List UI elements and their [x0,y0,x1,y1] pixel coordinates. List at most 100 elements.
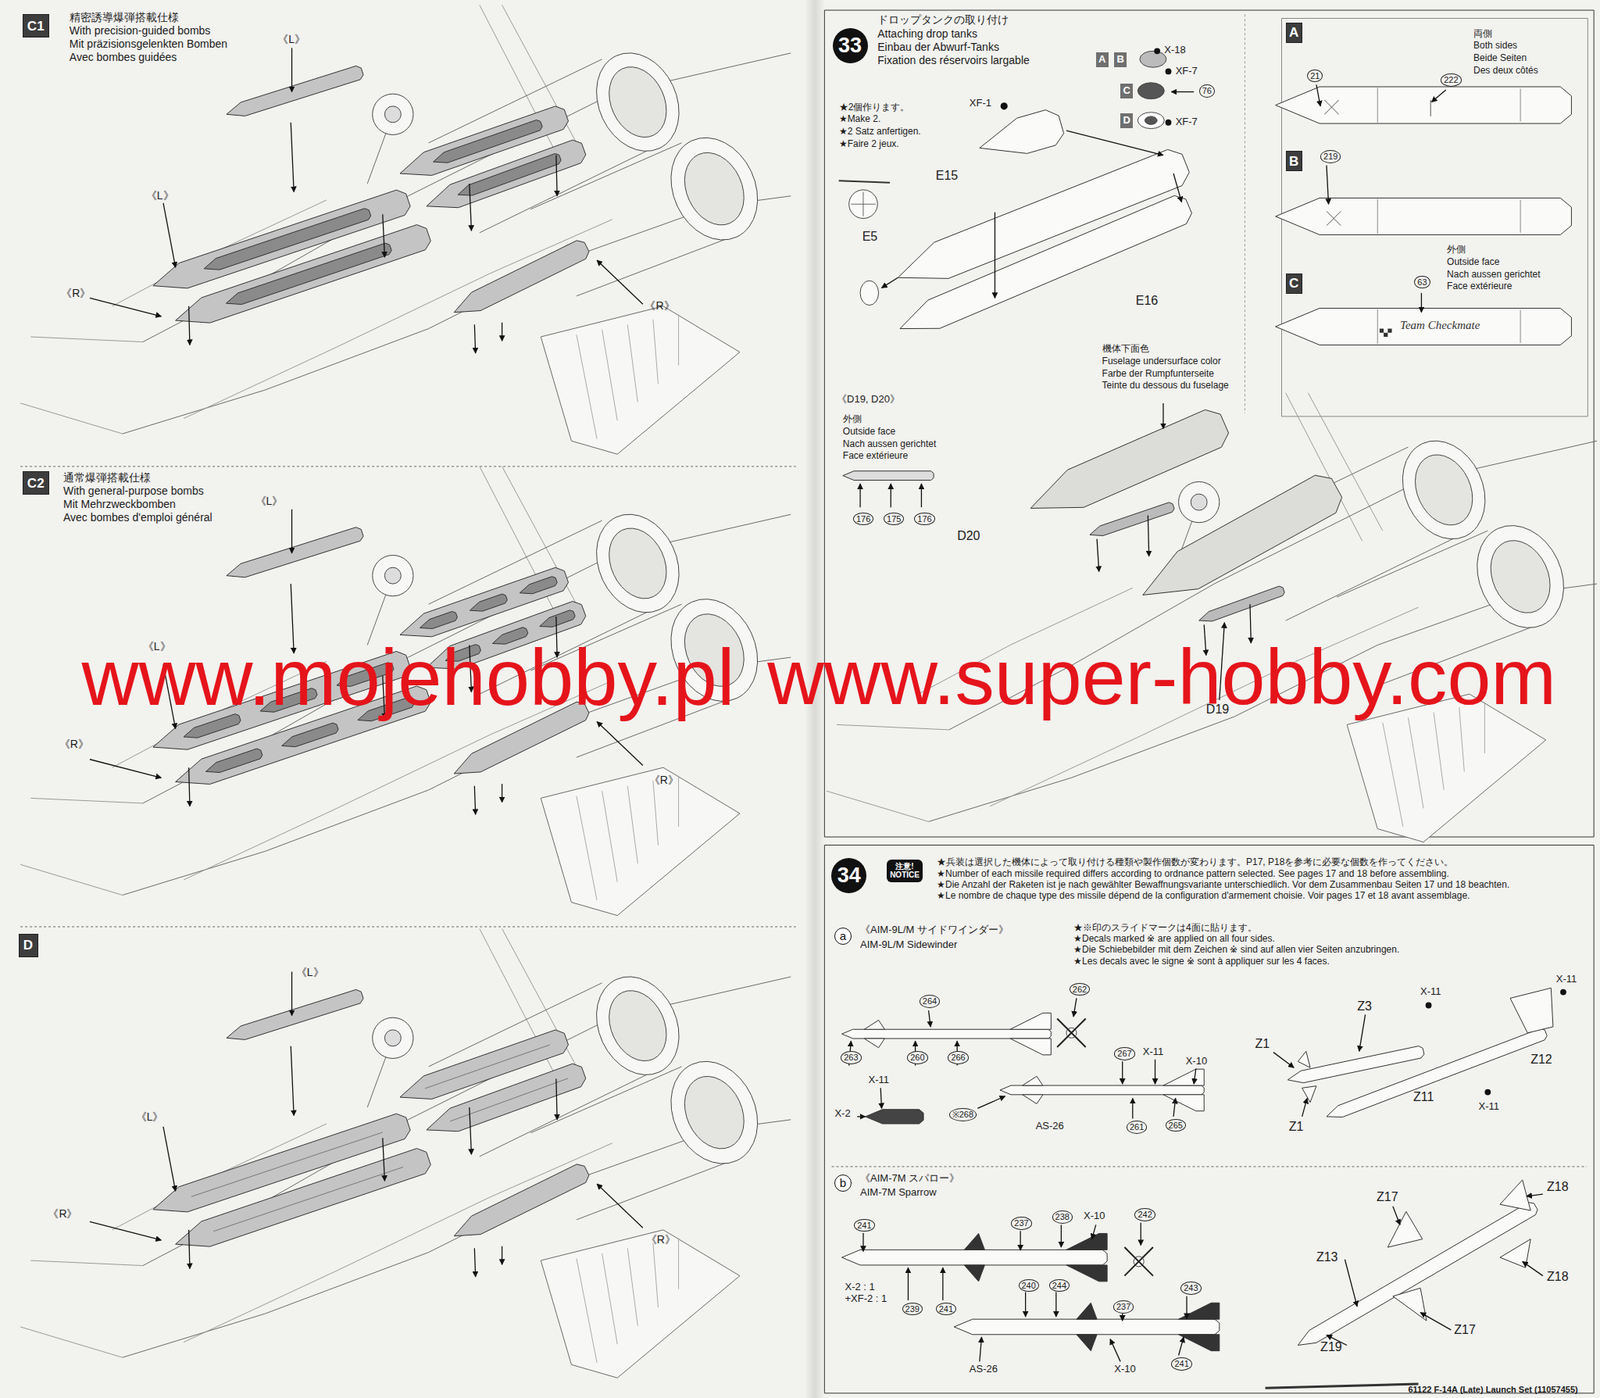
hatch-line [602,329,618,421]
paint-dot [1425,1002,1433,1009]
node-text: C [1122,85,1130,97]
side-marker: 《L》 [135,1110,165,1123]
leader-arrow [469,183,472,231]
leader-arrow [921,483,922,508]
wheel-outline [384,1029,401,1047]
callout-number: 241 [853,1218,875,1233]
leader-arrow [474,324,475,354]
leader-arrow [189,1229,190,1269]
note-text: AS-26 [969,1363,998,1375]
decal-text: Team Checkmate [1400,318,1480,333]
note-text: AIM-9L/M Sidewinder [860,939,958,951]
part-name: D20 [957,528,980,543]
note-text: X-10 [1114,1363,1136,1375]
note-text: Face extérieure [1446,281,1512,293]
missile-fin [1163,1068,1204,1086]
part-name: Z18 [1546,1269,1569,1284]
leader-arrow [291,47,293,92]
heading-text: Attaching drop tanks [877,27,978,40]
nozzle-outline [581,500,695,626]
side-marker: 《R》 [649,773,679,786]
callout-number: 219 [1320,150,1341,164]
node-text: C1 [27,18,45,35]
heading-text: With precision-guided bombs [69,24,211,37]
step-panel [824,844,1594,1393]
hatch-line [1459,707,1465,772]
leader-arrow [382,214,386,258]
pylon [226,65,364,116]
part-outline [849,189,879,219]
tank-side-view [1275,307,1572,345]
fin-cross [1124,1246,1154,1276]
note-text: ★※印のスライドマークは4面に貼ります。 [1073,922,1258,934]
paint-swatch [1137,82,1165,100]
missile-fin [1010,1038,1051,1055]
nozzle-outline [1479,530,1562,622]
note-text: Outside face [842,426,896,438]
missile-body [842,1028,1052,1039]
drop-tank [1030,409,1229,508]
leader-arrow [928,1010,932,1027]
callout-number: 244 [1049,1278,1070,1293]
leader-arrow [1420,1312,1451,1330]
leader-arrow [596,721,643,765]
leader-arrow [501,783,503,803]
wheel-outline [372,93,414,135]
note-text: XF-1 [969,97,992,110]
missile-fin [1387,1210,1422,1247]
section-badge: A [1285,22,1303,43]
fin-cross [1124,1246,1154,1276]
callout-number: 260 [907,1050,928,1065]
node-text: 34 [837,863,861,888]
leader-arrow [1132,1097,1133,1118]
wheel-outline [384,567,401,584]
leader-arrow [1316,84,1321,106]
hatch-line [576,334,597,439]
missile-fin [864,1019,885,1029]
illustration-line [142,53,791,343]
nozzle-outline [581,962,695,1088]
weapon-pallet [426,139,586,208]
leader-arrow [1178,1336,1185,1356]
side-marker: 《R》 [47,1207,78,1220]
leader-arrow [556,155,558,197]
side-marker: 《R》 [646,1232,676,1246]
node-text: D [23,937,33,954]
leader-arrow [1302,1097,1308,1117]
missile-body [953,1318,1220,1335]
section-badge: D [18,933,39,958]
weapon-pallet [426,1063,586,1132]
part-name: E16 [1135,293,1158,308]
illustration-line [1326,210,1341,225]
missile-body [1326,1028,1547,1117]
hatch-line [1382,722,1404,827]
nozzle-outline [598,518,678,608]
leader-arrow [1110,1339,1121,1362]
leader-arrow [942,1267,943,1300]
pylon [1089,502,1175,536]
callout-number: 267 [1114,1046,1135,1061]
wheel-outline [1178,481,1220,522]
checker-mark [1383,332,1388,337]
note-text: XF-7 [1175,116,1198,129]
paint-badge: B [1114,52,1127,68]
missile-fin [1500,1179,1531,1211]
leader-arrow [382,1137,386,1181]
illustration-line [1324,100,1339,115]
hatch-line [627,324,638,402]
callout-number: 176 [853,512,874,526]
paint-dot [1165,119,1172,126]
note-text: 《D19, D20》 [836,393,900,406]
note-text: X-11 [1478,1100,1500,1113]
guided-bomb [457,153,561,196]
note-text: ★Die Anzahl der Raketen ist je nach gewä… [936,879,1510,891]
note-text: Nach aussen gerichtet [842,439,936,450]
leader-arrow [290,122,294,193]
wheel-outline [372,1017,414,1058]
leader-arrow [474,785,475,815]
illustration-line [20,864,123,895]
footer-text: 61122 F-14A (Late) Launch Set (11057455) [1407,1384,1578,1395]
illustration-line [1520,200,1522,233]
leader-arrow [596,1183,643,1228]
part-name: E5 [862,229,879,244]
